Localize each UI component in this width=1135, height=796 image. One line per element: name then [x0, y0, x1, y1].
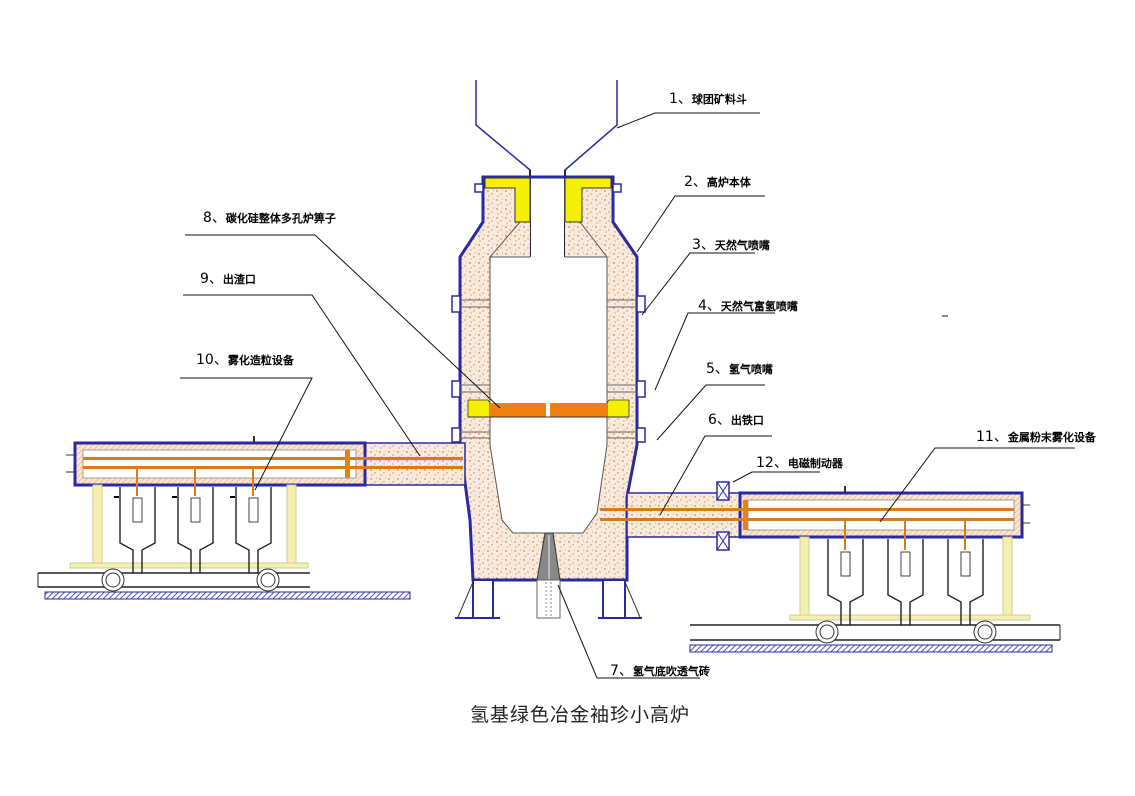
label-7: 7、氢气底吹透气砖 — [610, 663, 710, 679]
leader-lines — [180, 112, 1075, 679]
bottom-blow-gas-brick — [536, 532, 561, 619]
label-3: 3、天然气喷嘴 — [692, 237, 770, 253]
label-1: 1、球团矿料斗 — [669, 91, 747, 107]
furnace-body — [458, 175, 639, 582]
label-8: 8、碳化硅整体多孔炉箅子 — [203, 210, 336, 226]
label-10: 10、雾化造粒设备 — [196, 352, 294, 368]
diagram-title: 氢基绿色冶金袖珍小高炉 — [470, 704, 691, 726]
metal-powder-atomization-equipment — [600, 481, 1061, 653]
granulation-equipment — [37, 436, 466, 600]
nozzle-flanges — [451, 295, 646, 443]
label-11: 11、金属粉末雾化设备 — [976, 429, 1096, 445]
label-2: 2、高炉本体 — [684, 174, 751, 190]
label-4: 4、天然气富氢喷嘴 — [698, 298, 798, 314]
label-6: 6、出铁口 — [708, 412, 764, 428]
label-5: 5、氢气喷嘴 — [706, 361, 773, 377]
label-12: 12、电磁制动器 — [756, 455, 843, 471]
electromagnetic-brake — [716, 481, 730, 551]
label-9: 9、出渣口 — [200, 271, 256, 287]
sic-porous-grate — [467, 399, 630, 418]
furnace-legs — [455, 579, 642, 619]
